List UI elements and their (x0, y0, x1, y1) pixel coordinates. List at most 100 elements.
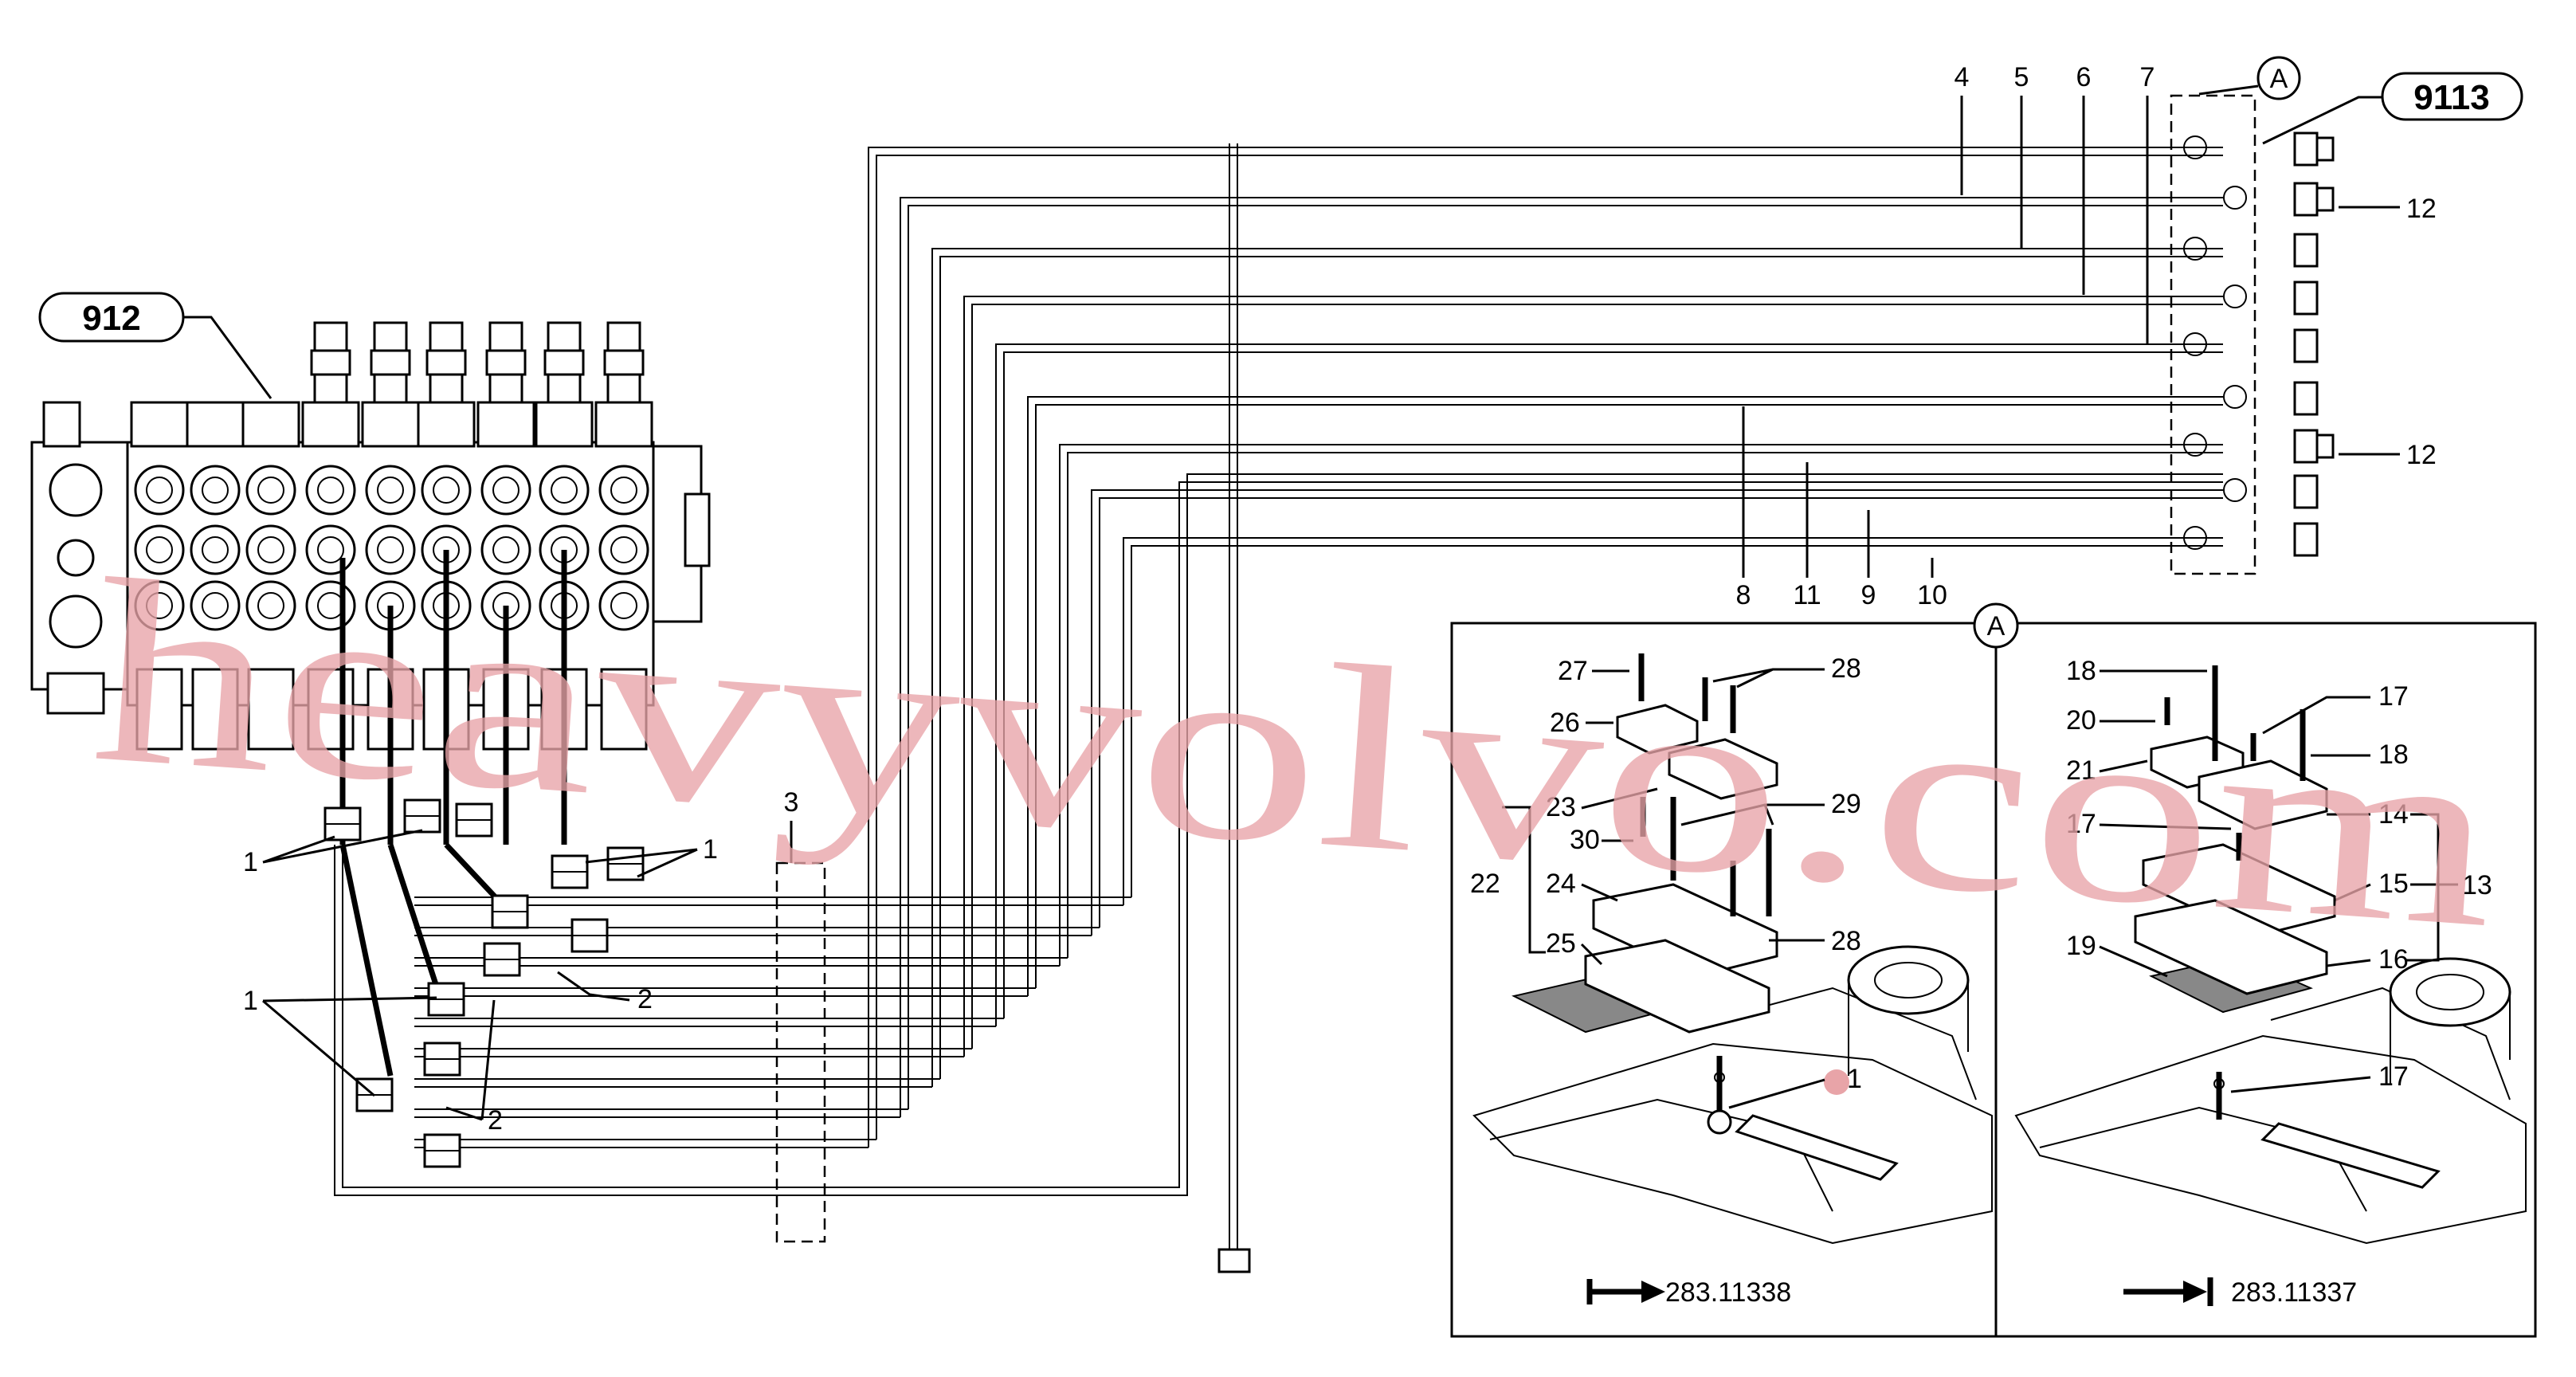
label-7: 7 (2140, 62, 2155, 92)
spool-port-inner (610, 592, 637, 619)
spool-port (598, 524, 649, 575)
spool-cap (535, 401, 594, 448)
label-1-c: 1 (243, 986, 258, 1016)
pipe-run (414, 1108, 908, 1118)
port-cap (2293, 280, 2319, 316)
spool-body (307, 668, 355, 751)
spool-cap (241, 401, 300, 448)
spool-port-inner (317, 536, 344, 563)
label-10: 10 (1917, 580, 1947, 610)
spool-cap (301, 401, 360, 448)
pipe-run (995, 343, 2223, 1026)
relief-valve-nut (425, 349, 467, 376)
spool-port-inner (610, 536, 637, 563)
pipe-run (1091, 489, 2223, 936)
label-11: 11 (1793, 580, 1821, 610)
spool-port (245, 580, 296, 631)
pipe-run (414, 957, 1068, 967)
riser-pipe (339, 844, 394, 1077)
spool-body (600, 668, 648, 751)
spool-port-inner (202, 536, 229, 563)
port-plug (2315, 186, 2335, 212)
spool-body (135, 668, 183, 751)
left-ref-text: 283.11338 (1665, 1277, 1791, 1308)
pipe-clamp-zone (775, 861, 826, 1243)
port-ring (2183, 135, 2207, 159)
spool-port-inner (257, 477, 284, 504)
relief-valve-nut (485, 349, 527, 376)
spool-port (539, 465, 590, 516)
pipe-run (1067, 452, 2223, 958)
port-cap (2293, 328, 2319, 363)
port-ring (2183, 433, 2207, 457)
port-ring (2223, 186, 2247, 210)
connector-block-badge-text: 9113 (2413, 78, 2489, 117)
right-label-21: 21 (2066, 755, 2096, 786)
pipe-run (963, 296, 2223, 1057)
spool-port (190, 580, 241, 631)
spool-cap (361, 401, 420, 448)
right-label-14: 14 (2378, 799, 2409, 830)
right-label-17-top: 17 (2378, 681, 2409, 712)
left-label-27: 27 (1558, 656, 1588, 686)
right-label-18-mid: 18 (2378, 740, 2409, 770)
bottom-pipe-labels: 8 11 9 10 (1736, 406, 1947, 610)
spool-port-inner (146, 536, 173, 563)
right-label-17-mid: 17 (2066, 809, 2096, 839)
port-ring (2223, 478, 2247, 502)
spool-body (191, 668, 239, 751)
pipe-run (908, 205, 2223, 1109)
right-label-17-bottom: 17 (2378, 1061, 2409, 1092)
port-cap (2293, 522, 2319, 557)
label-4: 4 (1955, 62, 1970, 92)
right-label-15: 15 (2378, 869, 2409, 899)
pipe-run (1003, 351, 2223, 1018)
spool-port-inner (146, 477, 173, 504)
spool-port-inner (492, 536, 520, 563)
left-label-24: 24 (1546, 869, 1576, 899)
spool-body (247, 668, 295, 751)
label-1-a: 1 (243, 847, 258, 877)
relief-valve-nut (603, 349, 645, 376)
left-label-23: 23 (1546, 792, 1576, 822)
spool-port-inner (610, 477, 637, 504)
spool-port (245, 465, 296, 516)
label-3: 3 (784, 787, 799, 818)
port-cap (2293, 429, 2319, 464)
spool-port-inner (377, 477, 404, 504)
label-2-a: 2 (637, 984, 653, 1014)
left-ref-arrow-icon (1586, 1279, 1641, 1304)
spool-cap (476, 401, 535, 448)
drain-pipe (1217, 143, 1251, 1273)
pipe-run (1123, 537, 2223, 905)
pipe-run (414, 1139, 876, 1148)
left-label-30: 30 (1570, 825, 1600, 855)
label-6: 6 (2076, 62, 2092, 92)
port-ring (2183, 526, 2207, 550)
spool-port (305, 465, 356, 516)
port-cap (2293, 381, 2319, 416)
spool-port (134, 524, 185, 575)
port-cap (2293, 131, 2319, 167)
spool-port (134, 465, 185, 516)
spool-cap (130, 401, 189, 448)
port-cap (2293, 182, 2319, 217)
pipe-run (971, 304, 2223, 1049)
pipe-run (414, 896, 1131, 906)
spool-port-inner (257, 536, 284, 563)
port-ring (2183, 237, 2207, 261)
left-label-28-mid: 28 (1831, 926, 1861, 956)
spool-port-inner (377, 536, 404, 563)
pipe-run (1099, 497, 2223, 928)
plug-labels: 12 12 (2339, 194, 2437, 470)
left-label-29: 29 (1831, 789, 1861, 819)
right-label-13: 13 (2462, 870, 2492, 900)
spool-port (245, 524, 296, 575)
fitting-labels: 1 1 1 2 2 3 (243, 787, 798, 1136)
spool-port (480, 465, 531, 516)
spool-port (365, 465, 416, 516)
spool-port-inner (257, 592, 284, 619)
pipe-run (414, 987, 1036, 997)
spool-port-inner (433, 477, 460, 504)
spool-cap (594, 401, 653, 448)
